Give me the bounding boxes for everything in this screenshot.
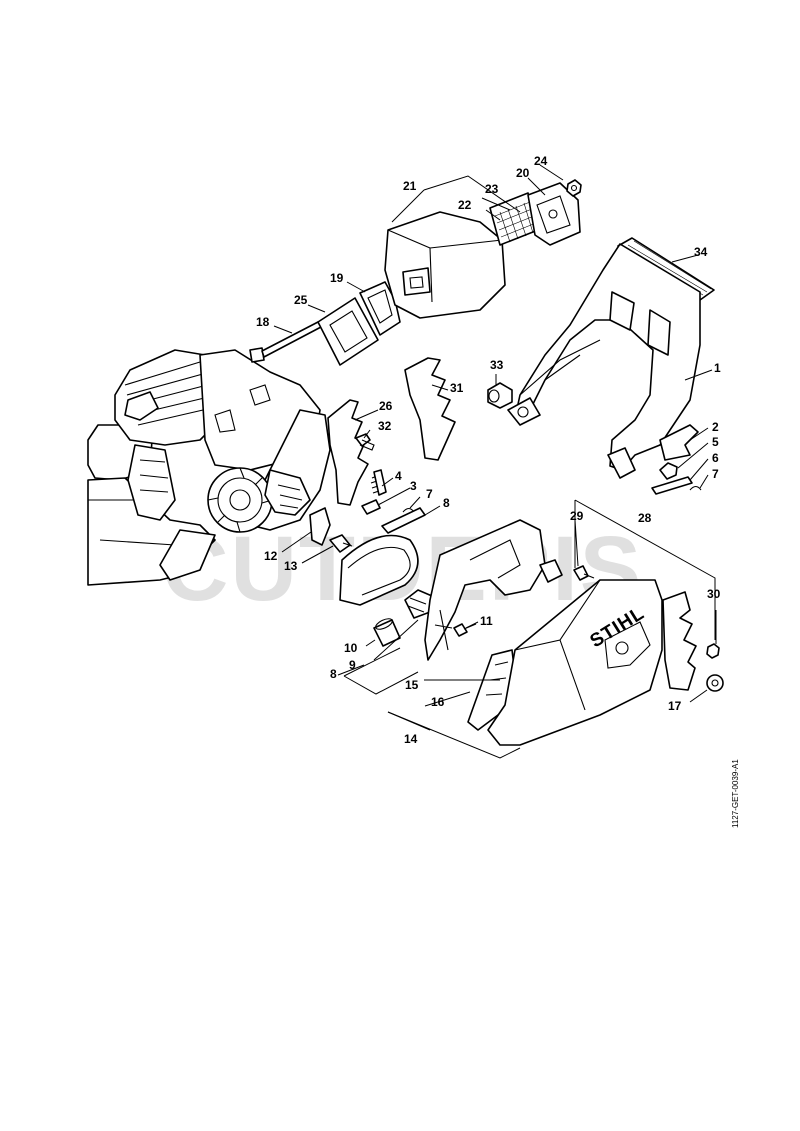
part-16b-pad [539, 559, 563, 583]
callout-7-left: 7 [426, 487, 433, 501]
part-12-screw [453, 623, 477, 637]
part-30-nut [706, 643, 720, 659]
callout-6: 6 [712, 451, 719, 465]
callout-9: 8 [330, 667, 337, 681]
part-22-muffler [384, 211, 506, 319]
callout-5: 5 [712, 435, 719, 449]
part-10-brake-band [339, 534, 433, 619]
part-11-sleeve [373, 618, 401, 647]
part-16-brake-cover [424, 519, 546, 661]
part-4-spring [370, 469, 387, 496]
part-20-plate [359, 281, 401, 336]
callout-26: 25 [294, 293, 308, 307]
part-31-spike [404, 357, 456, 461]
callout-7-right: 7 [712, 467, 719, 481]
callout-11: 10 [344, 641, 358, 655]
part-25-nut [566, 179, 582, 197]
callout-13: 12 [264, 549, 278, 563]
callout-28: 28 [638, 511, 652, 525]
part-13-lever [309, 507, 331, 546]
part-33-bushing [487, 382, 513, 409]
callout-4: 4 [395, 469, 402, 483]
part-18-nut [706, 674, 724, 692]
part-14-screw [329, 534, 353, 553]
callout-20: 19 [330, 271, 344, 285]
callout-2: 2 [712, 420, 719, 434]
callout-15: 14 [404, 732, 418, 746]
callout-21: 20 [516, 166, 530, 180]
part-29-bolt [573, 565, 595, 581]
callout-18: 17 [668, 699, 682, 713]
callout-12: 11 [480, 614, 493, 628]
part-27-spike [327, 399, 369, 506]
callout-labels: 24 20 21 23 22 34 19 25 18 33 1 31 26 32… [256, 154, 721, 746]
part-5-washer [659, 462, 678, 480]
callout-32: 32 [378, 419, 392, 433]
callout-1: 1 [714, 361, 721, 375]
callout-22: 21 [403, 179, 417, 193]
callout-14: 13 [284, 559, 298, 573]
callout-31: 31 [450, 381, 464, 395]
callout-34: 34 [694, 245, 708, 259]
callout-27: 26 [379, 399, 393, 413]
document-id: 1127-GET-0039-A1 [731, 759, 740, 828]
part-26-gasket [317, 297, 379, 366]
callout-3: 3 [410, 479, 417, 493]
part-1-hand-guard [507, 243, 701, 479]
engine-assembly [87, 349, 331, 586]
part-3-pin [361, 499, 381, 515]
callout-10: 9 [349, 658, 356, 672]
callout-25: 24 [534, 154, 548, 168]
part-28-spike [662, 591, 697, 691]
callout-33: 33 [490, 358, 504, 372]
callout-8: 8 [443, 496, 450, 510]
callout-16: 15 [405, 678, 419, 692]
part-2-bracket [659, 424, 699, 461]
callout-17: 16 [431, 695, 445, 709]
callout-30: 30 [707, 587, 721, 601]
part-15-sprocket-cover: STIHL [487, 579, 663, 746]
leader-lines [273, 164, 717, 759]
callout-29: 29 [570, 509, 584, 523]
part-21-cover-plate [527, 182, 581, 246]
part-6-lever [651, 476, 693, 495]
callout-23: 22 [458, 198, 472, 212]
callout-19: 18 [256, 315, 270, 329]
part-32-screw [355, 433, 375, 451]
callout-24: 23 [485, 182, 499, 196]
